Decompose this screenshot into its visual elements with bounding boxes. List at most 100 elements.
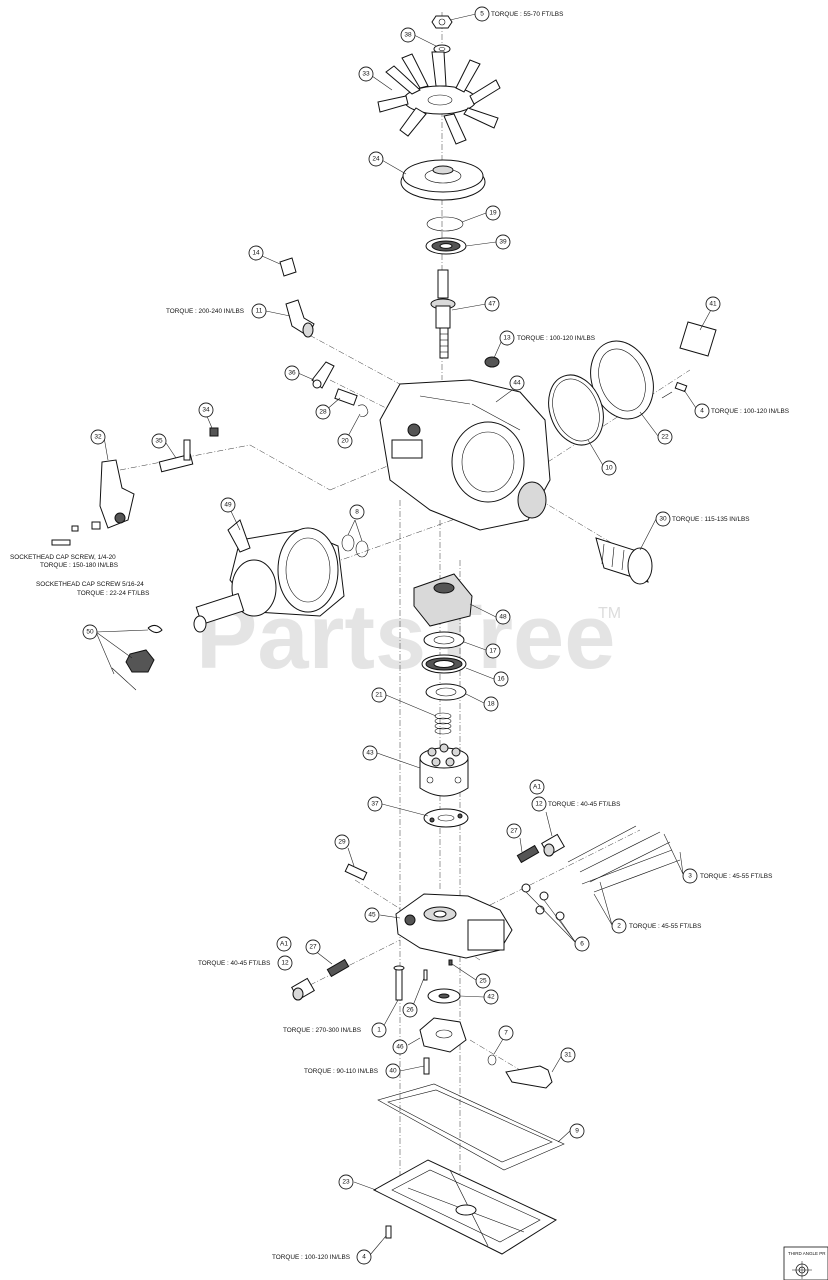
- svg-text:4: 4: [362, 1254, 366, 1261]
- svg-text:34: 34: [202, 407, 210, 414]
- gerotor-42: [427, 988, 461, 1004]
- callout-30: 30: [655, 511, 671, 527]
- svg-text:8: 8: [355, 509, 359, 516]
- callout-46: 46: [392, 1039, 408, 1055]
- callout-43: 43: [362, 745, 378, 761]
- svg-text:43: 43: [366, 750, 374, 757]
- callout-27-upper: 27: [506, 823, 522, 839]
- fan-33: [377, 51, 501, 145]
- callout-20: 20: [337, 433, 353, 449]
- torque-note-4-upper: TORQUE : 100-120 IN/LBS: [711, 408, 789, 415]
- svg-text:36: 36: [288, 370, 296, 377]
- callout-42: 42: [483, 989, 499, 1005]
- leader-lines: [95, 13, 713, 1256]
- svg-text:5: 5: [480, 11, 484, 18]
- bolt-4-upper: [661, 381, 688, 399]
- callout-50: 50: [82, 624, 98, 640]
- svg-text:27: 27: [309, 944, 317, 951]
- callout-32: 32: [90, 429, 106, 445]
- callout-48: 48: [495, 609, 511, 625]
- callout-4-upper: 4: [694, 403, 710, 419]
- callout-38: 38: [400, 27, 416, 43]
- callout-11: 11: [251, 303, 267, 319]
- callout-34: 34: [198, 402, 214, 418]
- callout-16: 16: [493, 671, 509, 687]
- check-valve-12-upper: [541, 833, 565, 857]
- callout-4-lower: 4: [356, 1249, 372, 1265]
- svg-text:28: 28: [319, 409, 327, 416]
- sump-pan-23: [372, 1159, 558, 1255]
- shaft-35: [158, 439, 194, 473]
- callout-19: 19: [485, 205, 501, 221]
- lever-32: [99, 459, 135, 529]
- svg-text:29: 29: [338, 839, 346, 846]
- callout-47: 47: [484, 296, 500, 312]
- svg-text:46: 46: [396, 1044, 404, 1051]
- gasket-9: [377, 1083, 565, 1171]
- cap-screws-left: [51, 521, 101, 546]
- spring-27-lower: [326, 958, 350, 978]
- callout-21: 21: [371, 687, 387, 703]
- svg-text:12: 12: [281, 960, 289, 967]
- filter-30: [595, 537, 653, 585]
- svg-text:35: 35: [155, 438, 163, 445]
- projection-label: THIRD ANGLE PR: [788, 1251, 826, 1256]
- svg-text:20: 20: [341, 438, 349, 445]
- spring-27-upper: [516, 844, 540, 864]
- charge-pump-46: [419, 1017, 467, 1053]
- callout-A1-upper: A1: [529, 779, 545, 795]
- center-section-45: [395, 893, 513, 959]
- check-valve-12-lower: [291, 977, 315, 1001]
- svg-text:27: 27: [510, 828, 518, 835]
- svg-text:38: 38: [404, 32, 412, 39]
- callout-17: 17: [485, 643, 501, 659]
- callout-33: 33: [358, 66, 374, 82]
- washer-17: [423, 631, 465, 649]
- callout-28: 28: [315, 404, 331, 420]
- callout-40: 40: [385, 1063, 401, 1079]
- o-rings-8: [341, 534, 369, 558]
- spring-21: [434, 712, 452, 735]
- elbow-fitting-11: [285, 299, 315, 338]
- svg-text:1: 1: [377, 1027, 381, 1034]
- svg-text:44: 44: [513, 380, 521, 387]
- torque-note-2: TORQUE : 45-55 FT/LBS: [629, 923, 701, 930]
- callout-49: 49: [220, 497, 236, 513]
- screw-1: [393, 965, 405, 1001]
- thrust-bearing-16: [421, 654, 467, 674]
- svg-text:31: 31: [564, 1052, 572, 1059]
- svg-text:37: 37: [371, 801, 379, 808]
- callout-9: 9: [569, 1123, 585, 1139]
- washers-6: [521, 883, 565, 921]
- svg-text:A1: A1: [280, 941, 288, 948]
- svg-text:23: 23: [342, 1179, 350, 1186]
- callout-13: 13: [499, 330, 515, 346]
- o-ring-7: [487, 1054, 497, 1066]
- swashplate-48: [413, 573, 473, 627]
- housing-44: [379, 379, 551, 531]
- svg-text:24: 24: [372, 156, 380, 163]
- torque-note-1: TORQUE : 270-300 IN/LBS: [283, 1027, 361, 1034]
- callout-1: 1: [371, 1022, 387, 1038]
- pin-25: [448, 959, 453, 966]
- svg-text:25: 25: [479, 978, 487, 985]
- cap-screw-note-1: SOCKETHEAD CAP SCREW, 1/4-20: [10, 554, 116, 561]
- watermark-trademark: TM: [598, 605, 621, 622]
- callout-10: 10: [601, 460, 617, 476]
- cap-screw-note-2-torque: TORQUE : 22-24 FT/LBS: [77, 590, 149, 597]
- key-34: [209, 427, 219, 437]
- callout-29: 29: [334, 834, 350, 850]
- callout-18: 18: [483, 696, 499, 712]
- snap-ring-19: [426, 216, 464, 232]
- pin-29: [344, 863, 368, 881]
- svg-text:26: 26: [406, 1007, 414, 1014]
- cylinder-block-43: [419, 743, 469, 797]
- callout-12-upper: 12: [531, 796, 547, 812]
- nut-5: [431, 15, 453, 29]
- svg-text:48: 48: [499, 614, 507, 621]
- callout-12-lower: 12: [277, 955, 293, 971]
- callout-41: 41: [705, 296, 721, 312]
- svg-text:4: 4: [700, 408, 704, 415]
- svg-text:14: 14: [252, 250, 260, 257]
- spring-28: [334, 388, 358, 406]
